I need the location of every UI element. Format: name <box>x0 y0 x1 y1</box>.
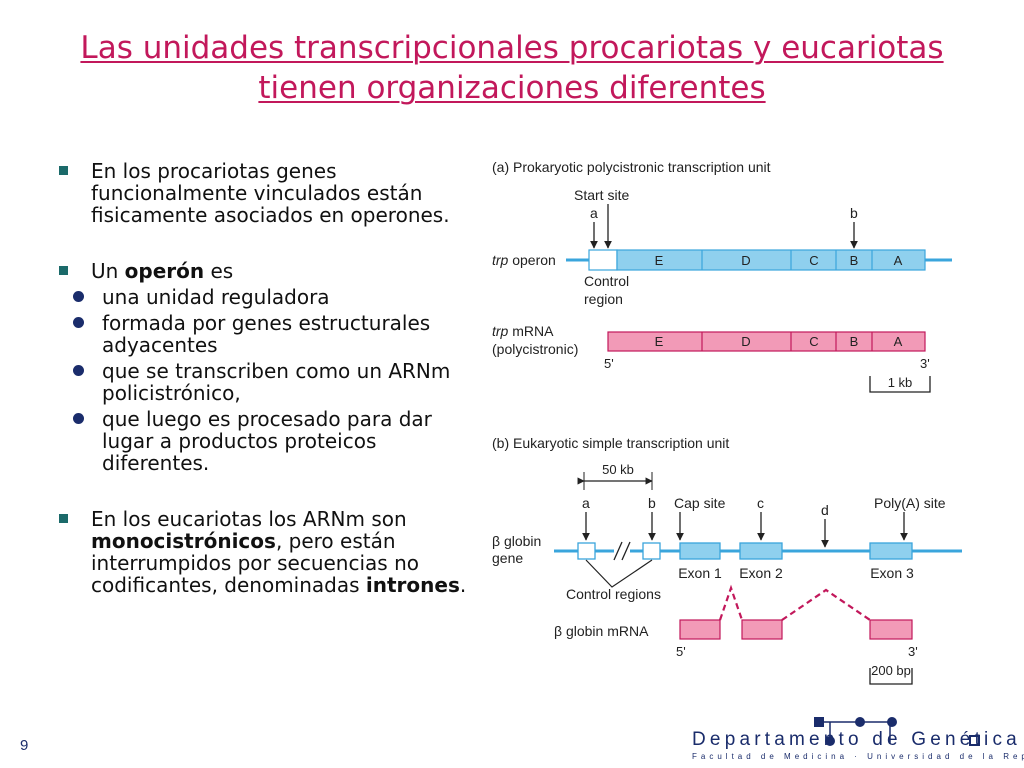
bullet-text: es <box>204 259 234 283</box>
title-line-1: Las unidades transcripcionales procariot… <box>80 30 944 66</box>
mrna-C-label: C <box>809 334 818 349</box>
square-bullet-icon <box>59 266 68 275</box>
round-bullet-icon <box>73 413 84 424</box>
control-label: Control <box>584 273 629 289</box>
sub-bullet-text: que luego es procesado para dar lugar a … <box>102 407 432 475</box>
control-region-b-box <box>642 542 661 560</box>
logo-name: Departamento de Genética <box>692 729 1021 750</box>
beta-globin-mrna-label: β globin mRNA <box>554 623 649 639</box>
mrna-E-label: E <box>655 334 664 349</box>
transcription-unit-diagram: (a) Prokaryotic polycistronic transcript… <box>492 159 962 685</box>
sub-bullet-2: formada por genes estructurales adyacent… <box>21 312 476 356</box>
exon-3-label: Exon 3 <box>870 565 914 581</box>
mrna-A-label: A <box>894 334 903 349</box>
polycistronic-mrna-bar <box>607 331 926 352</box>
exon-1-box <box>679 542 721 560</box>
scale-200bp-label: 200 bp <box>871 663 911 678</box>
gene-label: gene <box>492 550 523 566</box>
three-prime-label: 3' <box>908 644 918 659</box>
bullet-text: Un <box>91 259 125 283</box>
control-region-box <box>588 249 618 271</box>
square-bullet-icon <box>59 514 68 523</box>
trp-operon-label: trp operon <box>492 252 556 268</box>
break-gap <box>614 538 630 564</box>
gene-A-label: A <box>894 253 903 268</box>
sub-bullet-4: que luego es procesado para dar lugar a … <box>21 408 476 474</box>
bullet-list: En los procariotas genes funcionalmente … <box>56 160 476 596</box>
region-label: region <box>584 291 623 307</box>
page-number: 9 <box>20 737 29 754</box>
scale-1kb-label: 1 kb <box>888 375 913 390</box>
control-regions-bracket <box>585 559 653 588</box>
panel-b-title: (b) Eukaryotic simple transcription unit <box>492 435 729 451</box>
start-site-label: Start site <box>574 187 629 203</box>
bullet-eucariotas: En los eucariotas los ARNm son monocistr… <box>56 508 476 596</box>
bold-term-monocistronicos: monocistrónicos <box>91 529 276 553</box>
sub-bullet-3: que se transcriben como un ARNm policist… <box>21 360 476 404</box>
trp-mrna-label: trp mRNA <box>492 323 554 339</box>
operon-genes-bar <box>616 249 926 271</box>
gene-D-label: D <box>741 253 750 268</box>
exon-3-box <box>869 542 913 560</box>
gene-E-label: E <box>655 253 664 268</box>
bullet-text: En los eucariotas los ARNm son <box>91 507 407 531</box>
label-a: a <box>590 205 598 221</box>
mrna-exon-3 <box>869 619 913 640</box>
exon-2-label: Exon 2 <box>739 565 783 581</box>
label-b: b <box>850 205 858 221</box>
sub-bullet-text: formada por genes estructurales adyacent… <box>102 311 431 357</box>
five-prime-label: 5' <box>676 644 686 659</box>
department-logo: Departamento de Genética Facultad de Med… <box>690 714 1024 764</box>
control-regions-label: Control regions <box>566 586 661 602</box>
bullet-text: , pero están interrumpidos por secuencia… <box>91 529 419 597</box>
logo-subtitle: Facultad de Medicina · Universidad de la… <box>692 752 1024 761</box>
break-mark-icon <box>621 541 631 561</box>
gene-C-label: C <box>809 253 818 268</box>
panel-b-eukaryotic: (b) Eukaryotic simple transcription unit… <box>492 435 962 685</box>
bullet-procariotas: En los procariotas genes funcionalmente … <box>56 160 476 226</box>
three-prime-label: 3' <box>920 356 930 371</box>
panel-a-title: (a) Prokaryotic polycistronic transcript… <box>492 159 771 175</box>
square-bullet-icon <box>59 166 68 175</box>
polya-site-label: Poly(A) site <box>874 495 946 511</box>
five-prime-label: 5' <box>604 356 614 371</box>
panel-a-prokaryotic: (a) Prokaryotic polycistronic transcript… <box>492 159 952 393</box>
logo-graphic-icon <box>814 717 980 746</box>
bold-term-intrones: intrones <box>365 573 460 597</box>
title-line-2: tienen organizaciones diferentes <box>258 70 766 106</box>
cap-site-label: Cap site <box>674 495 726 511</box>
sub-bullet-text: que se transcriben como un ARNm policist… <box>102 359 451 405</box>
bullet-operon: Un operón es <box>56 260 476 282</box>
scale-bar-200bp <box>869 668 913 685</box>
round-bullet-icon <box>73 291 84 302</box>
break-mark-icon <box>613 541 623 561</box>
bold-term-operon: operón <box>124 259 205 283</box>
sub-bullet-text: una unidad reguladora <box>102 285 330 309</box>
label-b: b <box>648 495 656 511</box>
intron-1-splice <box>718 584 744 621</box>
scale-50kb-label: 50 kb <box>602 462 634 477</box>
sub-bullet-1: una unidad reguladora <box>21 286 476 308</box>
label-a: a <box>582 495 590 511</box>
exon-2-box <box>739 542 783 560</box>
mrna-exon-1 <box>679 619 721 640</box>
round-bullet-icon <box>73 365 84 376</box>
bullet-text: . <box>459 573 467 597</box>
polycistronic-label: (polycistronic) <box>492 341 578 357</box>
beta-globin-label: β globin <box>492 533 541 549</box>
intron-2-splice <box>781 588 871 621</box>
control-region-a-box <box>577 542 596 560</box>
mrna-exon-2 <box>741 619 783 640</box>
scale-bar-1kb <box>869 376 931 393</box>
bullet-text: En los procariotas genes funcionalmente … <box>91 159 450 227</box>
exon-1-label: Exon 1 <box>678 565 722 581</box>
slide-title: Las unidades transcripcionales procariot… <box>20 28 1004 108</box>
mrna-D-label: D <box>741 334 750 349</box>
label-d: d <box>821 502 829 518</box>
round-bullet-icon <box>73 317 84 328</box>
gene-B-label: B <box>850 253 859 268</box>
label-c: c <box>757 495 764 511</box>
mrna-B-label: B <box>850 334 859 349</box>
